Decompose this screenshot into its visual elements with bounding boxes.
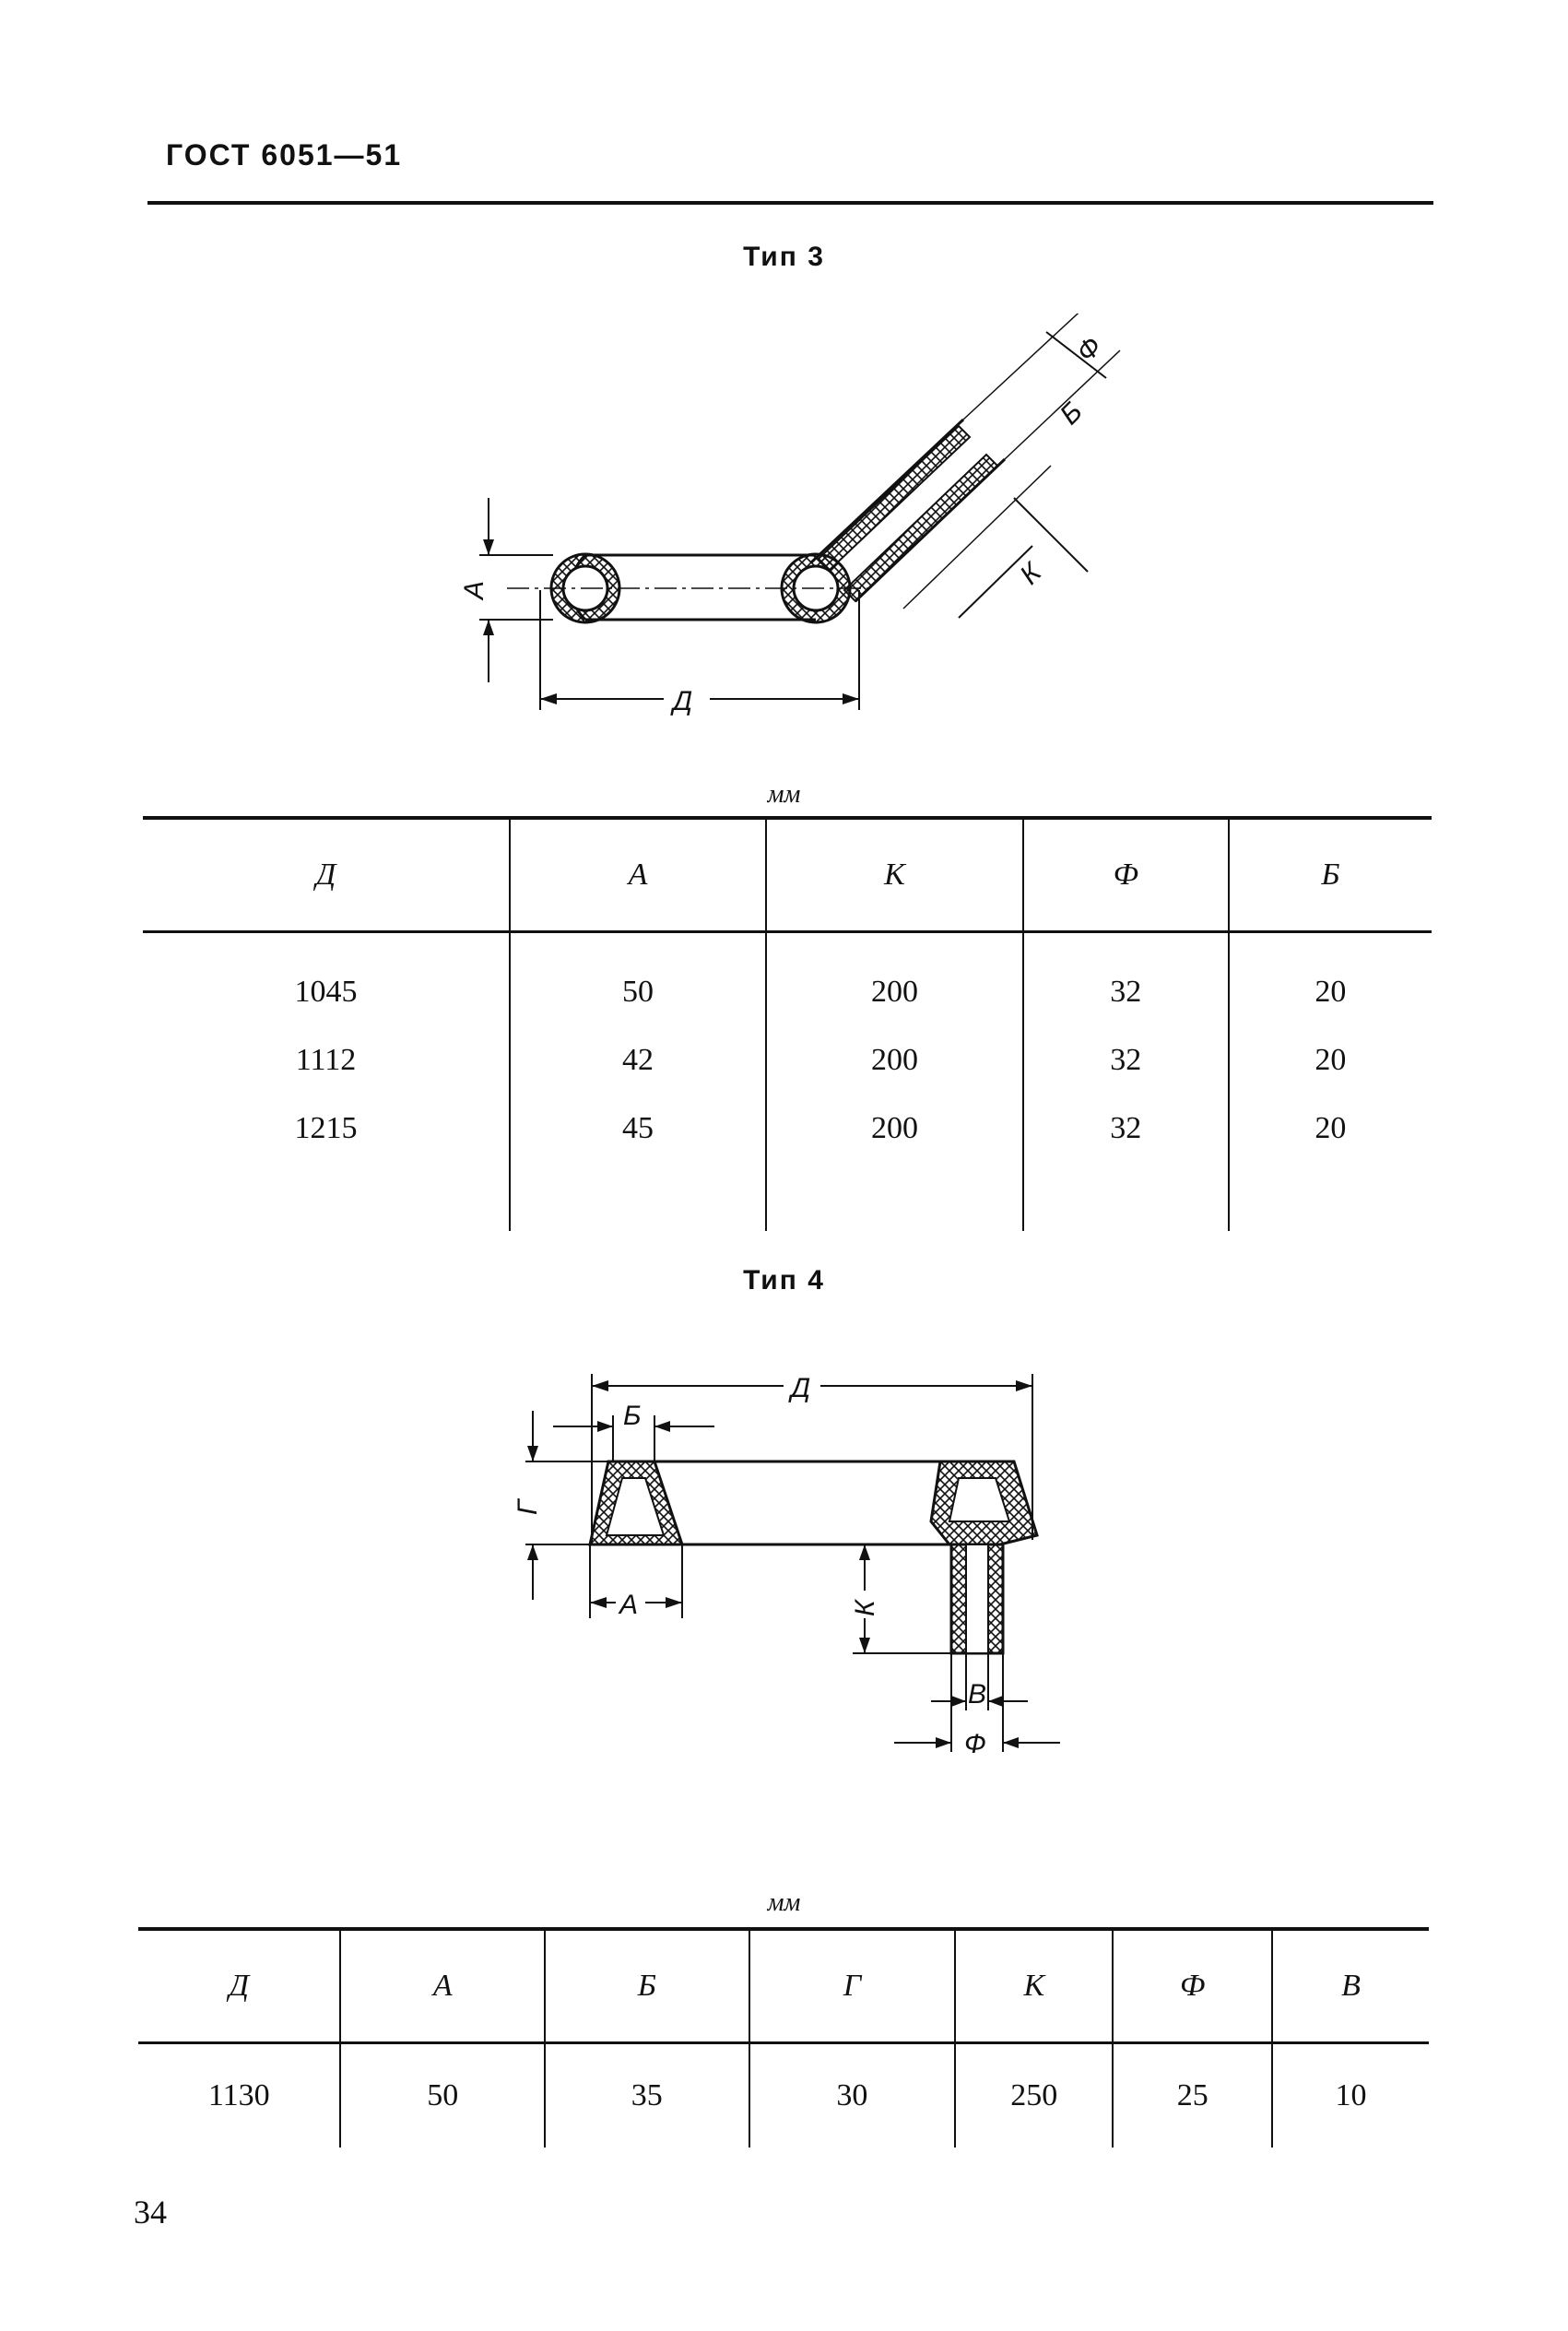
type4-dim-k: К	[850, 1598, 880, 1616]
col-header: Б	[1227, 818, 1432, 932]
type4-dim-d: Д	[788, 1373, 810, 1403]
table-cell: 32	[1021, 931, 1229, 1026]
table-cell: 10	[1271, 2042, 1429, 2148]
type3-title: Тип 3	[743, 242, 825, 272]
type3-unit: мм	[767, 780, 801, 809]
type4-dim-f: Ф	[964, 1729, 986, 1759]
type3-dim-a: А	[459, 581, 489, 601]
col-header: Ф	[1112, 1929, 1273, 2043]
table-cell: 20	[1227, 1095, 1432, 1163]
table-row: 1112 42 200 32 20	[143, 1026, 1432, 1095]
table-cell: 30	[748, 2042, 956, 2148]
col-header: Б	[544, 1929, 749, 2043]
table-row: 1130 50 35 30 250 25 10	[138, 2042, 1429, 2148]
table-cell: 1215	[294, 1111, 358, 1145]
table-cell: 45	[508, 1095, 767, 1163]
table-row: 1045 50 200 32 20	[143, 931, 1432, 1026]
table-cell: 25	[1112, 2042, 1273, 2148]
col-header: Д	[229, 1969, 250, 2003]
col-header: Д	[315, 858, 336, 892]
col-header: Ф	[1021, 818, 1229, 932]
table-cell: 32	[1021, 1026, 1229, 1095]
col-header: К	[954, 1929, 1114, 2043]
type4-dim-v: В	[968, 1679, 986, 1710]
table-cell: 50	[508, 931, 767, 1026]
table-row-spacer	[143, 1163, 1432, 1231]
type4-table: Д А Б Г К Ф В 1130 50 35 30 250 25 10	[138, 1927, 1429, 2148]
table-cell: 200	[765, 1095, 1023, 1163]
type3-table: Д А К Ф Б 1045 50 200 32 20 1112 42 200 …	[143, 816, 1432, 1231]
col-header: К	[765, 818, 1023, 932]
type4-dim-g: Г	[513, 1497, 543, 1515]
type4-drawing: Д Б Г А К В Ф	[513, 1373, 1060, 1759]
page-number: 34	[134, 2194, 167, 2230]
type3-drawing: А Д К Ф Б	[459, 314, 1121, 716]
table-header-row: Д А Б Г К Ф В	[138, 1929, 1429, 2043]
col-header: В	[1271, 1929, 1429, 2043]
type3-dim-f: Ф	[1071, 331, 1108, 368]
col-header: А	[508, 818, 767, 932]
table-cell: 250	[954, 2042, 1114, 2148]
type4-dim-b: Б	[623, 1401, 642, 1431]
table-cell: 200	[765, 1026, 1023, 1095]
table-header-row: Д А К Ф Б	[143, 818, 1432, 932]
col-header: Г	[748, 1929, 956, 2043]
col-header: А	[339, 1929, 545, 2043]
table-cell: 42	[508, 1026, 767, 1095]
table-cell: 200	[765, 931, 1023, 1026]
standard-header: ГОСТ 6051—51	[166, 138, 403, 172]
table-cell: 50	[339, 2042, 545, 2148]
type3-dim-b: Б	[1055, 396, 1089, 431]
type4-dim-a: А	[618, 1590, 638, 1620]
type4-unit: мм	[767, 1888, 801, 1917]
type4-title: Тип 4	[743, 1265, 825, 1296]
table-cell: 20	[1227, 1026, 1432, 1095]
type3-dim-k: К	[1014, 556, 1048, 590]
type3-dim-d: Д	[670, 686, 692, 716]
table-cell: 20	[1227, 931, 1432, 1026]
table-cell: 32	[1021, 1095, 1229, 1163]
table-cell: 1130	[207, 2078, 270, 2112]
header-rule	[147, 201, 1433, 205]
table-row: 1215 45 200 32 20	[143, 1095, 1432, 1163]
table-cell: 1045	[294, 975, 358, 1009]
table-cell: 1112	[295, 1043, 357, 1077]
table-cell: 35	[544, 2042, 749, 2148]
